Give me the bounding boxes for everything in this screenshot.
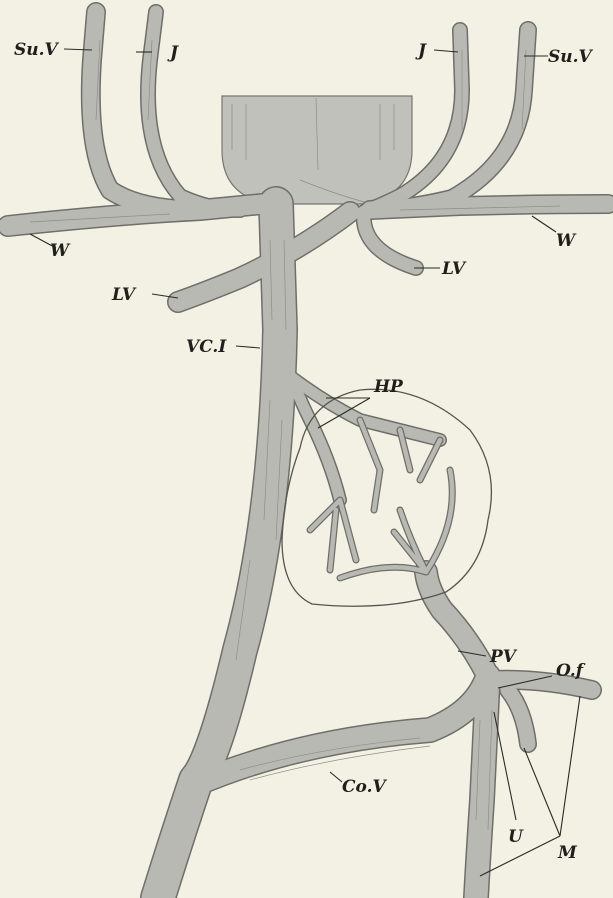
label-j-left: J [167,43,179,63]
label-su-v-left: Su.V [14,40,60,60]
heart [222,96,412,204]
label-hp: HP [373,377,404,397]
label-w-right: W [556,231,577,251]
label-su-v-right: Su.V [548,47,594,67]
label-vci: VC.I [186,337,227,357]
label-lv-left: LV [111,285,137,305]
label-pv: PV [489,647,518,667]
label-j-right: J [415,41,427,61]
label-cov: Co.V [342,777,387,797]
label-w-left: W [50,241,71,261]
label-of: O.f [556,661,586,681]
label-lv-right: LV [441,259,467,279]
label-m: M [557,843,578,863]
label-u: U [508,827,524,847]
